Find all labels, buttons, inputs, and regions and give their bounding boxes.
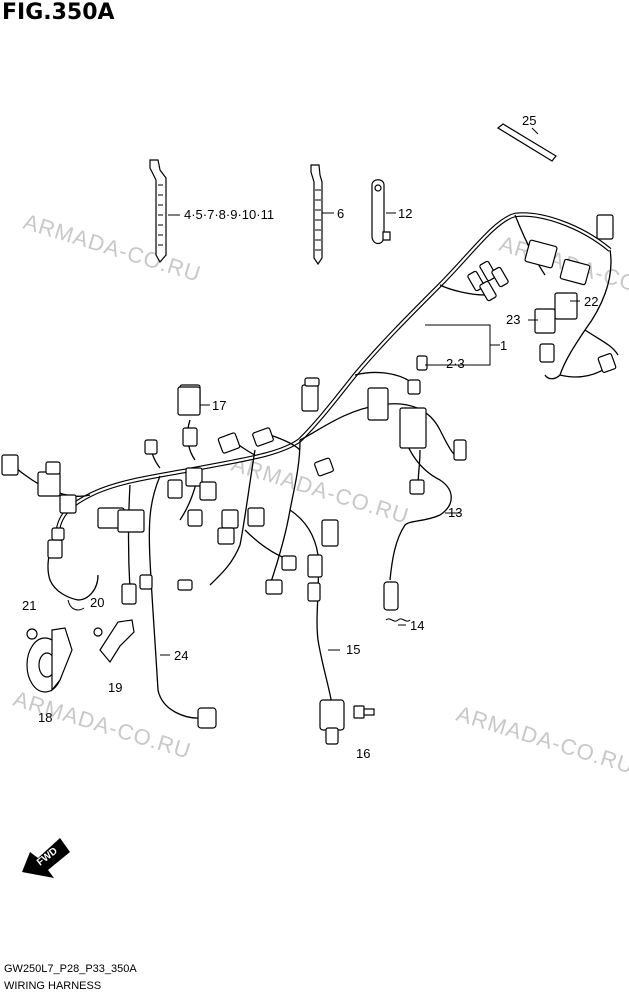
part-labels: 1 2·3 4·5·7·8·9·10·11 6 12 13 14 15 16 1… <box>22 113 598 761</box>
clamp-12 <box>371 179 391 245</box>
part-label-1: 1 <box>500 338 507 353</box>
part-label-13: 13 <box>448 505 462 520</box>
part-label-16: 16 <box>356 746 370 761</box>
part-label-15: 15 <box>346 642 360 657</box>
watermark-1: ARMADA-CO.RU <box>21 209 205 287</box>
part-label-2: 2·3 <box>446 356 465 371</box>
relay-17 <box>177 386 201 416</box>
bracket-19 <box>99 619 135 664</box>
part-label-4: 4·5·7·8·9·10·11 <box>184 207 274 222</box>
part-label-19: 19 <box>108 680 122 695</box>
part-14-spring <box>385 618 411 622</box>
part-label-23: 23 <box>506 312 520 327</box>
figure-title: FIG.350A <box>2 0 115 25</box>
part-label-24: 24 <box>174 648 188 663</box>
footer-diagram-code: GW250L7_P28_P33_350A <box>4 963 137 975</box>
part-label-21: 21 <box>22 598 36 613</box>
cable-tie-4-11 <box>149 159 167 264</box>
part-label-25: 25 <box>522 113 536 128</box>
part-label-6: 6 <box>337 206 344 221</box>
part-label-18: 18 <box>38 710 52 725</box>
bolt-16 <box>353 705 375 719</box>
part-label-12: 12 <box>398 206 412 221</box>
connectors <box>1 214 617 745</box>
horn-18 <box>26 627 73 693</box>
part-label-17: 17 <box>212 398 226 413</box>
part-label-22: 22 <box>584 294 598 309</box>
part-25-strip <box>496 123 557 162</box>
footer-diagram-name: WIRING HARNESS <box>4 980 102 992</box>
watermark-5: ARMADA-CO.RU <box>454 701 629 779</box>
part-label-20: 20 <box>90 595 104 610</box>
clip-20 <box>67 599 103 637</box>
cable-tie-6 <box>310 164 323 266</box>
leader-lines <box>160 127 580 656</box>
part-label-14: 14 <box>410 618 424 633</box>
fwd-arrow-icon: FWD <box>22 838 70 878</box>
